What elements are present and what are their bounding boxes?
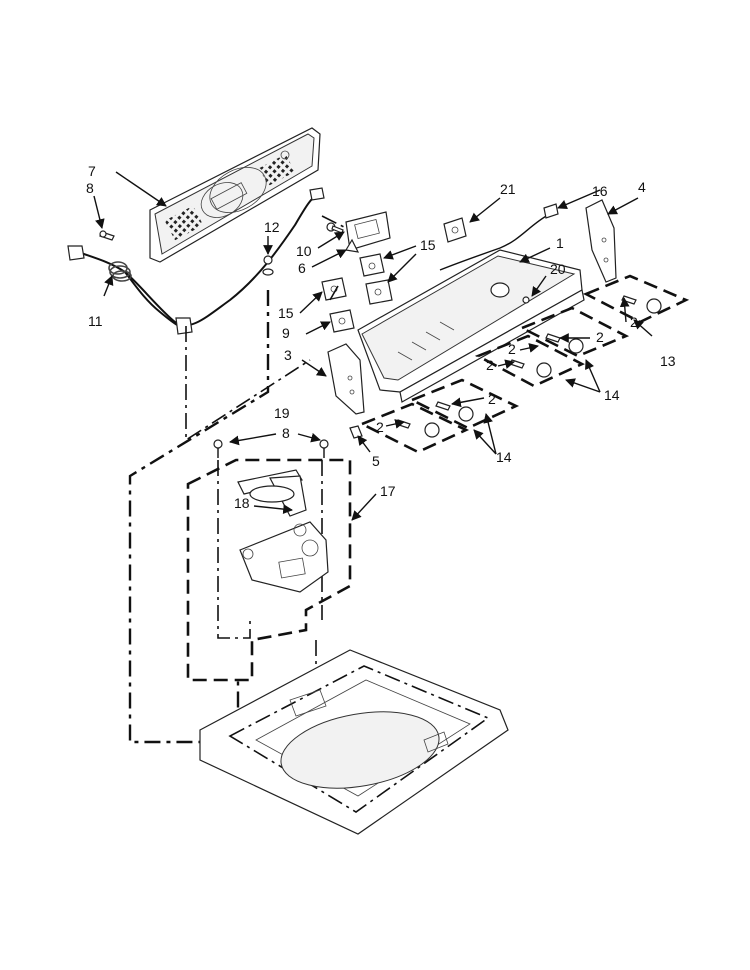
ground-screw [262,255,274,276]
callout-10: 10 [296,243,312,259]
right-end-cap [585,199,617,283]
screw-upper [99,230,115,241]
switch-assemblies [321,253,393,333]
callout-18: 18 [234,495,250,511]
user-interface-board [326,211,391,253]
callout-17: 17 [380,483,396,499]
callout-9: 9 [282,325,290,341]
callout-2: 2 [630,314,638,330]
callout-1: 1 [556,235,564,251]
callout-labels: 1 2 2 2 2 2 2 3 4 5 6 7 8 8 9 10 11 12 1… [86,163,676,511]
callout-14: 14 [604,387,620,403]
callout-2: 2 [488,391,496,407]
callout-8: 8 [282,425,290,441]
callout-21: 21 [500,181,516,197]
callout-2: 2 [596,329,604,345]
callout-leaders [93,171,653,521]
callout-3: 3 [284,347,292,363]
callout-6: 6 [298,260,306,276]
callout-2: 2 [486,357,494,373]
callout-7: 7 [88,163,96,179]
callout-15: 15 [420,237,436,253]
callout-14: 14 [496,449,512,465]
wire-harness [439,203,559,271]
indicator-grommet [522,296,530,304]
callout-16: 16 [592,183,608,199]
callout-8: 8 [86,180,94,196]
callout-2: 2 [376,419,384,435]
callout-5: 5 [372,453,380,469]
control-console [357,249,585,403]
knob-box-lower-right [408,378,520,430]
callout-2: 2 [508,341,516,357]
knob-box-mid [474,334,585,388]
rear-console-panel [149,127,321,263]
screws-lower [213,439,329,458]
assembly-leader-lines [128,215,347,744]
callout-20: 20 [550,261,566,277]
left-end-cap [327,343,365,439]
water-inlet-assembly [186,458,352,682]
callout-15: 15 [278,305,294,321]
top-deck [199,649,509,835]
knob-box-upper-mid [518,306,630,358]
callout-19: 19 [274,405,290,421]
callout-11: 11 [88,313,103,329]
callout-13: 13 [660,353,676,369]
callout-4: 4 [638,179,646,195]
callout-12: 12 [264,219,280,235]
knob-box-13 [582,274,690,324]
power-cord [67,187,325,335]
